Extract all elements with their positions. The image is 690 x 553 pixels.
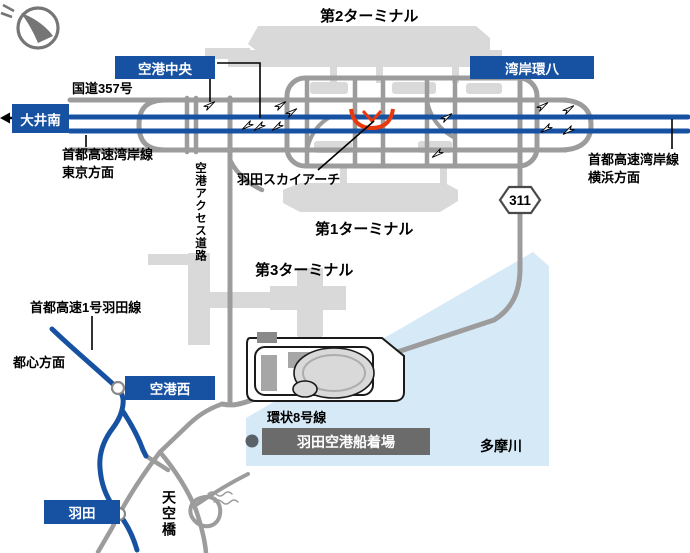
ic-badge-kuko-nishi: 空港西 <box>125 376 215 400</box>
bayshore-tokyo-line1: 首都高速湾岸線 <box>62 147 154 162</box>
bayshore-yokohama-label: 首都高速湾岸線 横浜方面 <box>588 151 679 187</box>
ic-badge-wangan-kanpachi: 湾岸環八 <box>470 56 594 79</box>
route357-label: 国道357号 <box>72 81 133 96</box>
city-center-direction-label: 都心方面 <box>13 355 66 370</box>
kanjo8-label: 環状8号線 <box>267 410 327 425</box>
bayshore-tokyo-line2: 東京方面 <box>62 165 115 180</box>
oi-minami-direction-arrow <box>0 112 10 124</box>
sky-arch-icon <box>349 108 395 131</box>
airport-access-road-label: 空港アクセス道路 <box>194 162 206 262</box>
compass-north-icon <box>0 3 60 50</box>
route-311-shield <box>498 185 542 215</box>
route-311-number: 311 <box>509 193 531 208</box>
tenkubashi-label: 天空橋 <box>161 490 177 538</box>
terminal3-complex <box>246 332 405 402</box>
sky-arch-label: 羽田スカイアーチ <box>237 172 341 187</box>
bayshore-tokyo-label: 首都高速湾岸線 東京方面 <box>62 146 153 182</box>
ic-badge-haneda: 羽田 <box>44 500 120 524</box>
boat-dock-marker <box>245 434 259 448</box>
terminal2-label: 第2ターミナル <box>320 8 419 25</box>
tamagawa-label: 多摩川 <box>480 438 522 454</box>
bayshore-yokohama-line2: 横浜方面 <box>588 170 641 185</box>
boat-dock-box: 羽田空港船着場 <box>262 428 430 455</box>
ic-badge-kuko-chuo: 空港中央 <box>115 56 215 79</box>
terminal3-label: 第3ターミナル <box>255 262 354 279</box>
bayshore-yokohama-line1: 首都高速湾岸線 <box>588 152 680 167</box>
ramp-arrow-icons <box>203 101 575 158</box>
haneda-expressway-line-label: 首都高速1号羽田線 <box>30 300 142 315</box>
kuko-nishi-marker <box>110 380 126 396</box>
ic-badge-oi-minami: 大井南 <box>12 104 69 133</box>
terminal1-label: 第1ターミナル <box>315 221 414 238</box>
